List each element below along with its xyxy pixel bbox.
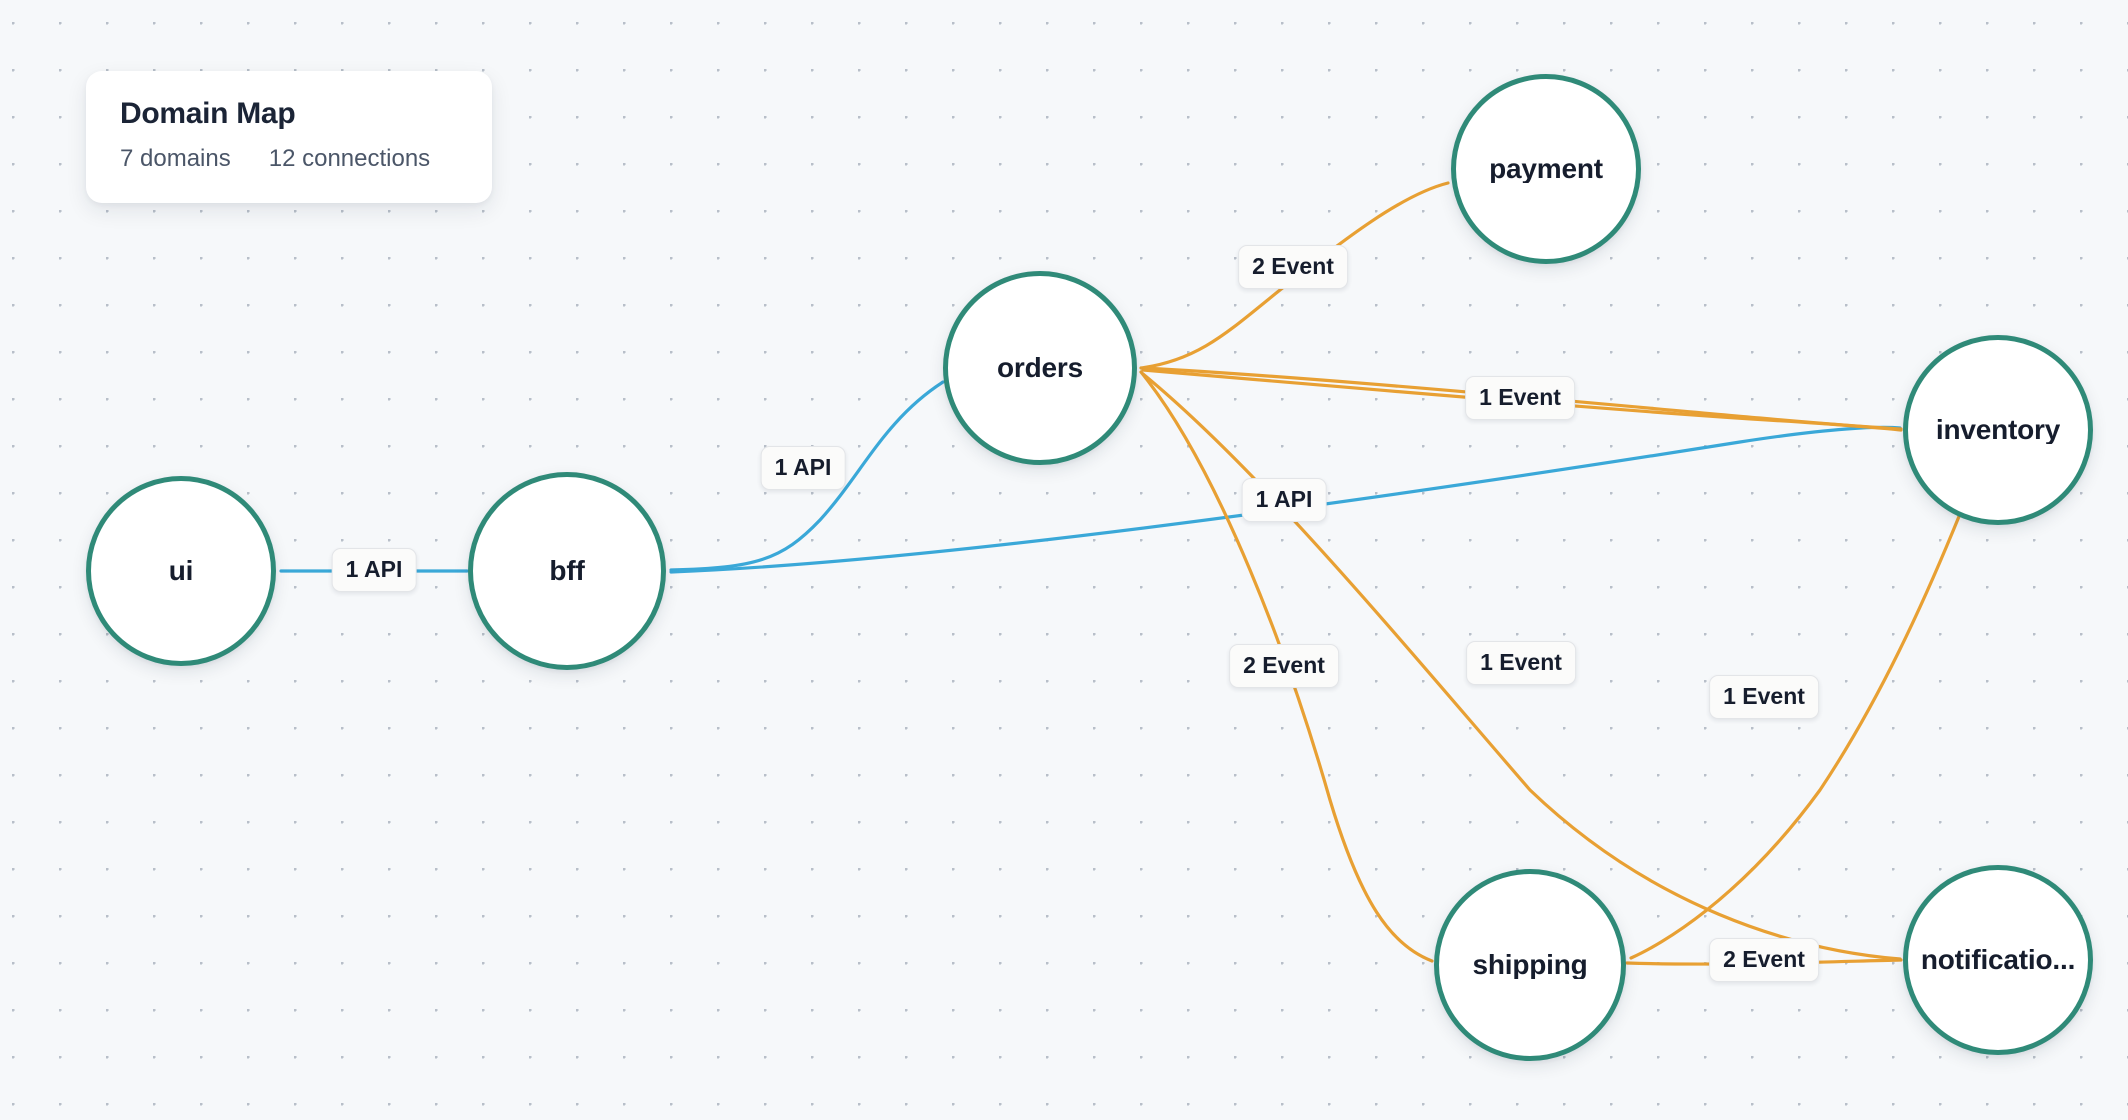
connection-count: 12 connections [268,145,431,172]
node-label-shipping: shipping [1472,951,1588,979]
node-bff[interactable]: bff [468,472,666,670]
node-notification[interactable]: notificatio... [1903,865,2093,1055]
edge-label-ui-bff[interactable]: 1 API [331,548,417,592]
edge-label-shipping-notification[interactable]: 2 Event [1709,938,1819,982]
node-payment[interactable]: payment [1451,74,1641,264]
node-label-inventory: inventory [1935,416,2061,444]
edge-inventory-shipping[interactable] [1629,512,1962,960]
edge-label-orders-payment[interactable]: 2 Event [1238,245,1348,289]
domain-count: 7 domains [120,145,231,172]
edge-label-orders-shipping[interactable]: 2 Event [1229,644,1339,688]
edge-label-orders-inventory[interactable]: 1 Event [1465,376,1575,420]
page-title: Domain Map [120,97,296,130]
legend-card: Domain Map 7 domains 12 connections [86,71,492,203]
edge-label-bff-orders[interactable]: 1 API [760,446,846,490]
node-inventory[interactable]: inventory [1903,335,2093,525]
node-label-payment: payment [1489,155,1603,183]
edge-label-bff-inventory[interactable]: 1 API [1241,478,1327,522]
node-label-ui: ui [168,557,194,585]
edge-label-inventory-shipping[interactable]: 1 Event [1709,675,1819,719]
node-ui[interactable]: ui [86,476,276,666]
node-shipping[interactable]: shipping [1434,869,1626,1061]
node-orders[interactable]: orders [943,271,1137,465]
node-label-notification: notificatio... [1920,946,2076,974]
node-label-bff: bff [549,557,585,585]
edge-label-orders-notification[interactable]: 1 Event [1466,641,1576,685]
node-label-orders: orders [997,354,1083,382]
legend-stats: 7 domains 12 connections [120,145,460,173]
